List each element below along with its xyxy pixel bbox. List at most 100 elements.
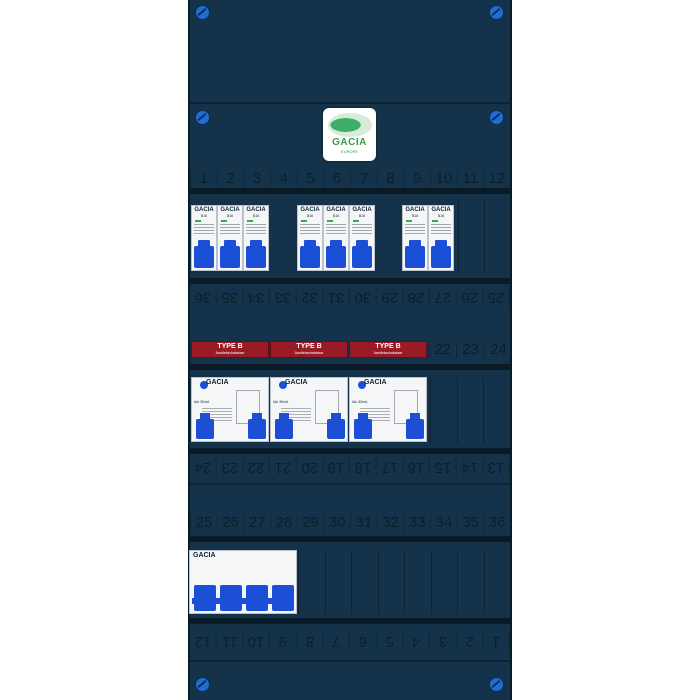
- mcb-toggle[interactable]: [246, 240, 266, 268]
- slot-number: 23: [456, 341, 484, 359]
- screw-icon: [195, 677, 210, 692]
- slot-number: 14: [456, 458, 484, 476]
- slot-number: 23: [216, 458, 244, 476]
- slot-number: 7: [323, 632, 351, 650]
- cover-divider: [190, 102, 510, 104]
- logo-brand: GACIA: [332, 137, 367, 148]
- slot-number: 16: [403, 458, 431, 476]
- slot-number: 31: [323, 288, 351, 306]
- slot-number: 15: [430, 458, 457, 476]
- mcb-toggle[interactable]: [405, 240, 425, 268]
- slot-number: 10: [430, 170, 457, 188]
- globe-icon: [327, 113, 372, 137]
- main-toggle[interactable]: [272, 585, 294, 611]
- mcb-toggle[interactable]: [431, 240, 451, 268]
- main-toggle[interactable]: [194, 585, 216, 611]
- slot-number: 13: [483, 458, 511, 476]
- slot-number: 32: [296, 288, 324, 306]
- slot-number: 22: [243, 458, 271, 476]
- slot-number: 24: [190, 458, 217, 476]
- slot-number: 33: [403, 514, 430, 532]
- slot-number: 26: [216, 514, 244, 532]
- rcd-toggle[interactable]: [196, 413, 214, 439]
- slot-number: 3: [243, 170, 270, 188]
- empty-slots: [298, 550, 510, 614]
- mcb-toggle[interactable]: [194, 240, 214, 268]
- mcb-toggle[interactable]: [220, 240, 240, 268]
- din-rail-bottom-2: [190, 448, 510, 454]
- screw-icon: [195, 5, 210, 20]
- slot-number: 17: [376, 458, 404, 476]
- slot-number: 6: [350, 632, 377, 650]
- slot-number: 31: [350, 514, 377, 532]
- test-button-icon[interactable]: [200, 381, 208, 389]
- rcd-breaker[interactable]: GACIA IΔn 30mA: [270, 377, 348, 442]
- din-rail-bottom-3: [190, 618, 510, 624]
- slot-number: 1: [190, 170, 217, 188]
- rcd-breaker[interactable]: GACIA IΔn 30mA: [349, 377, 427, 442]
- din-rail-top-3: [190, 536, 510, 542]
- slot-number: 5: [296, 170, 324, 188]
- slot-number: 2: [216, 170, 244, 188]
- slot-number: 28: [403, 288, 431, 306]
- slot-number: 34: [243, 288, 271, 306]
- slot-number: 8: [296, 632, 324, 650]
- test-button-icon[interactable]: [358, 381, 366, 389]
- rcd-toggle[interactable]: [275, 413, 293, 439]
- rcd-toggle[interactable]: [354, 413, 372, 439]
- slot-number: 18: [350, 458, 377, 476]
- slot-number: 4: [403, 632, 431, 650]
- slot-number: 21: [270, 458, 297, 476]
- slot-number: 32: [376, 514, 404, 532]
- slot-number: 27: [430, 288, 457, 306]
- slot-number: 24: [484, 341, 512, 359]
- slot-number: 5: [376, 632, 404, 650]
- slot-number: 8: [376, 170, 404, 188]
- slot-number: 19: [323, 458, 351, 476]
- mcb-toggle[interactable]: [300, 240, 320, 268]
- slot-number: 26: [456, 288, 484, 306]
- slot-number: 1: [483, 632, 511, 650]
- main-switch[interactable]: GACIA: [189, 550, 297, 614]
- rcd-toggle[interactable]: [406, 413, 424, 439]
- slot-number: 29: [296, 514, 324, 532]
- slot-number: 25: [190, 514, 217, 532]
- slot-number: 25: [483, 288, 511, 306]
- screw-icon: [489, 5, 504, 20]
- test-button-icon[interactable]: [279, 381, 287, 389]
- slot-number: 36: [190, 288, 217, 306]
- slot-number: 36: [483, 514, 510, 532]
- logo-sub: EUROPE: [341, 149, 358, 154]
- mcb-toggle[interactable]: [352, 240, 372, 268]
- rcd-toggle[interactable]: [327, 413, 345, 439]
- slot-number: 28: [270, 514, 297, 532]
- screw-icon: [489, 110, 504, 125]
- slot-number: 10: [243, 632, 271, 650]
- main-toggle[interactable]: [220, 585, 242, 611]
- slot-number: 9: [270, 632, 297, 650]
- rcd-breaker[interactable]: GACIA IΔn 30mA: [191, 377, 269, 442]
- main-toggle[interactable]: [246, 585, 268, 611]
- main-switch-bar[interactable]: [192, 598, 294, 604]
- slot-number: 35: [456, 514, 484, 532]
- brand-logo: GACIA EUROPE: [323, 108, 376, 161]
- rcd-toggle[interactable]: [248, 413, 266, 439]
- mcb-toggle[interactable]: [326, 240, 346, 268]
- slot-number: 22: [428, 341, 456, 359]
- slot-number: 4: [270, 170, 297, 188]
- din-rail-top-2: [190, 364, 510, 370]
